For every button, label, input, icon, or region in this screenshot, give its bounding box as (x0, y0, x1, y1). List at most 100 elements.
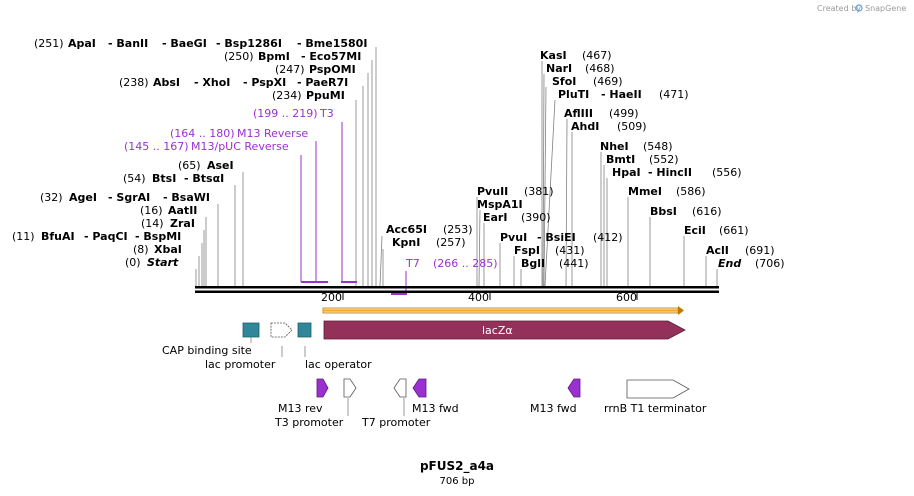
site-pos: (251) (34, 37, 64, 50)
svg-text:(556): (556) (712, 166, 742, 179)
site-aatii: (16) AatII (140, 204, 197, 217)
site-nhei: NheI (548) (600, 140, 673, 153)
svg-text:Start: Start (147, 256, 179, 269)
svg-text:NheI: NheI (600, 140, 629, 153)
svg-text:- BtsαI: - BtsαI (184, 172, 224, 185)
svg-text:(199 .. 219): (199 .. 219) (253, 107, 318, 120)
svg-text:XbaI: XbaI (154, 243, 182, 256)
svg-text:(164 .. 180): (164 .. 180) (170, 127, 235, 140)
svg-text:(266 .. 285): (266 .. 285) (433, 257, 498, 270)
map-size: 706 bp (440, 476, 475, 487)
svg-text:PpuMI: PpuMI (306, 89, 345, 102)
svg-text:(499): (499) (609, 107, 639, 120)
svg-text:(238): (238) (119, 76, 149, 89)
svg-text:MspA1I: MspA1I (477, 198, 523, 211)
site-pspomi: (247) PspOMI (275, 63, 356, 76)
site-agei-group: (32) AgeI - SgrAI - BsaWI (40, 191, 210, 204)
site-ecii: EciI (661) (684, 224, 749, 237)
t7-promoter-label: T7 promoter (361, 416, 431, 429)
site-hpai-group: HpaI - HincII (556) (612, 166, 742, 179)
site-pluti-group: PluTI - HaeII (471) (558, 88, 689, 101)
svg-text:(145 .. 167): (145 .. 167) (124, 140, 189, 153)
svg-text:(234): (234) (272, 89, 302, 102)
svg-text:FspI: FspI (514, 244, 540, 257)
site-afliii: AflIII (499) (564, 107, 639, 120)
svg-text:- SgrAI: - SgrAI (108, 191, 150, 204)
m13-fwd-label: M13 fwd (412, 402, 459, 415)
map-title: pFUS2_a4a (420, 459, 494, 474)
site-asei: (65) AseI (178, 159, 234, 172)
svg-text:NarI: NarI (546, 62, 572, 75)
primer-t7: T7 (266 .. 285) (405, 257, 498, 270)
svg-text:AhdI: AhdI (571, 120, 599, 133)
svg-text:ZraI: ZraI (170, 217, 195, 230)
svg-text:AgeI: AgeI (69, 191, 97, 204)
svg-text:SfoI: SfoI (552, 75, 576, 88)
svg-text:(469): (469) (593, 75, 623, 88)
site-name: ApaI (68, 37, 96, 50)
site-nari: NarI (468) (546, 62, 615, 75)
site-btsi-group: (54) BtsI - BtsαI (123, 172, 224, 185)
svg-text:AatII: AatII (168, 204, 197, 217)
site-bbsi: BbsI (616) (650, 205, 722, 218)
svg-text:(32): (32) (40, 191, 63, 204)
m13-fwd-label-2: M13 fwd (530, 402, 577, 415)
site-name: - BanII (108, 37, 148, 50)
svg-text:T3: T3 (319, 107, 334, 120)
primer-t3: (199 .. 219) T3 (253, 107, 334, 120)
site-bgli: BglI (441) (521, 257, 589, 270)
snapgene-logo-icon (855, 4, 863, 12)
svg-text:Acc65I: Acc65I (386, 223, 427, 236)
svg-text:BglI: BglI (521, 257, 545, 270)
svg-text:BmtI: BmtI (606, 153, 635, 166)
svg-text:PvuI: PvuI (500, 231, 527, 244)
svg-text:MmeI: MmeI (628, 185, 662, 198)
svg-text:- PaqCI: - PaqCI (84, 230, 128, 243)
svg-text:- XhoI: - XhoI (194, 76, 230, 89)
svg-text:(431): (431) (555, 244, 585, 257)
site-fspi: FspI (431) (514, 244, 585, 257)
svg-text:AbsI: AbsI (153, 76, 180, 89)
svg-text:EciI: EciI (684, 224, 706, 237)
t3-promoter-label: T3 promoter (274, 416, 344, 429)
m13-fwd-feature-2 (567, 378, 581, 398)
sequence-backbone (195, 286, 719, 293)
site-xbai: (8) XbaI (133, 243, 182, 256)
svg-text:End: End (718, 257, 741, 270)
svg-text:- BsiEI: - BsiEI (537, 231, 576, 244)
svg-text:(14): (14) (141, 217, 164, 230)
svg-text:T7: T7 (405, 257, 420, 270)
svg-text:(247): (247) (275, 63, 305, 76)
site-end: End (706) (718, 257, 785, 270)
svg-text:- Eco57MI: - Eco57MI (301, 50, 361, 63)
site-eari: EarI (390) (483, 211, 551, 224)
site-kasi: KasI (467) (540, 49, 612, 62)
svg-text:(54): (54) (123, 172, 146, 185)
svg-text:AflIII: AflIII (564, 107, 593, 120)
site-ppumi: (234) PpuMI (272, 89, 345, 102)
svg-text:(250): (250) (224, 50, 254, 63)
snapgene-label: SnapGene (865, 4, 906, 13)
svg-text:(706): (706) (755, 257, 785, 270)
rrnb-t1-terminator-feature (626, 379, 690, 399)
site-sfoi: SfoI (469) (552, 75, 623, 88)
site-acc65i: Acc65I (253) (386, 223, 473, 236)
svg-text:(253): (253) (443, 223, 473, 236)
svg-text:- PspXI: - PspXI (243, 76, 286, 89)
svg-text:M13/pUC Reverse: M13/pUC Reverse (191, 140, 289, 153)
svg-text:(257): (257) (436, 236, 466, 249)
site-lines (195, 47, 718, 287)
svg-text:(8): (8) (133, 243, 149, 256)
orf-arrow (322, 306, 684, 315)
site-bfuai-group: (11) BfuAI - PaqCI - BspMI (12, 230, 181, 243)
svg-text:- BsaWI: - BsaWI (163, 191, 210, 204)
site-name: - Bme1580I (297, 37, 367, 50)
svg-text:(16): (16) (140, 204, 163, 217)
svg-text:PvuII: PvuII (477, 185, 508, 198)
site-absi-group: (238) AbsI - XhoI - PspXI - PaeR7I (119, 76, 348, 89)
rrnb-t1-terminator-label: rrnB T1 terminator (604, 402, 707, 415)
ruler: 200 400 600 (321, 291, 638, 304)
lacz-label: lacZα (482, 324, 513, 337)
site-kpni: KpnI (257) (392, 236, 466, 249)
